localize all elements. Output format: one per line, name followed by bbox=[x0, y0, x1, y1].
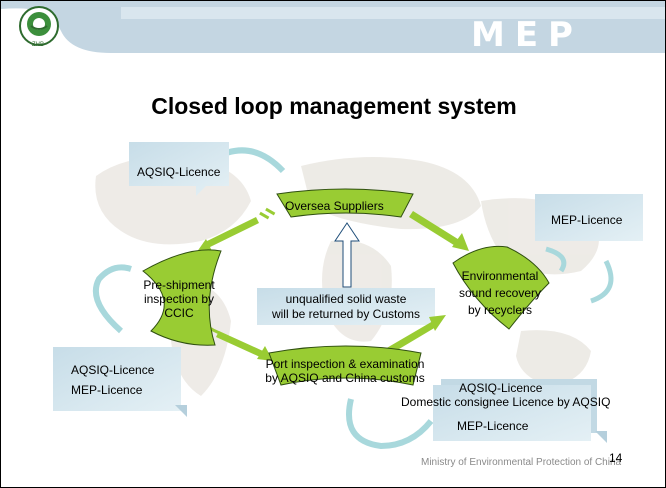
note-bottom-left-line1: AQSIQ-Licence bbox=[71, 363, 155, 377]
node-port-inspection-line1: Port inspection & examination bbox=[265, 357, 425, 371]
node-pre-shipment-line2: inspection by bbox=[143, 292, 215, 306]
emblem-caption: ZHB bbox=[32, 42, 44, 48]
node-environmental-recovery bbox=[452, 245, 550, 330]
note-center bbox=[257, 288, 435, 325]
node-environmental-line3: by recyclers bbox=[467, 303, 532, 317]
header-band-highlight bbox=[121, 7, 665, 19]
note-bottom-right-line3: MEP-Licence bbox=[457, 419, 529, 433]
node-oversea-suppliers bbox=[276, 188, 414, 218]
center-note-line1: unqualified solid waste bbox=[285, 292, 407, 306]
note-top-right-label: MEP-Licence bbox=[551, 213, 623, 227]
node-port-inspection bbox=[268, 345, 422, 386]
node-environmental-line2: sound recovery bbox=[458, 286, 542, 300]
note-bottom-left-line2: MEP-Licence bbox=[71, 383, 143, 397]
node-oversea-suppliers-label: Oversea Suppliers bbox=[285, 199, 384, 213]
node-port-inspection-line2: by AQSIQ and China customs bbox=[265, 371, 425, 385]
arrow-suppliers-to-preshipment bbox=[194, 207, 276, 256]
curved-arrow-bottom-right bbox=[346, 398, 434, 450]
curved-arrow-bottom-left bbox=[92, 264, 132, 334]
curved-arrow-top-right bbox=[545, 246, 567, 273]
note-bottom-right-line1: AQSIQ-Licence bbox=[459, 381, 543, 395]
arrow-return-up bbox=[334, 222, 360, 288]
curved-arrow-right-return bbox=[590, 259, 614, 304]
note-bottom-left bbox=[53, 347, 187, 417]
note-top-right bbox=[535, 194, 643, 241]
node-pre-shipment-line1: Pre-shipment bbox=[143, 278, 215, 292]
slide-title: Closed loop management system bbox=[151, 93, 517, 119]
center-note-line2: will be returned by Customs bbox=[271, 307, 421, 321]
node-pre-shipment bbox=[142, 249, 222, 346]
mep-logo-text: MEP bbox=[471, 15, 583, 55]
node-environmental-line1: Environmental bbox=[461, 269, 539, 283]
page-number: 14 bbox=[609, 451, 623, 465]
note-top-left-label: AQSIQ-Licence bbox=[137, 165, 221, 179]
footer-text: Ministry of Environmental Protection of … bbox=[421, 457, 622, 468]
emblem-icon bbox=[19, 6, 59, 46]
node-pre-shipment-line3: CCIC bbox=[164, 306, 194, 320]
note-bottom-right-line2: Domestic consignee Licence by AQSIQ bbox=[401, 395, 611, 409]
note-bottom-right bbox=[433, 379, 607, 443]
arrow-suppliers-to-recovery bbox=[409, 211, 469, 251]
arrow-port-to-recovery bbox=[385, 315, 446, 355]
note-top-left bbox=[129, 142, 229, 196]
